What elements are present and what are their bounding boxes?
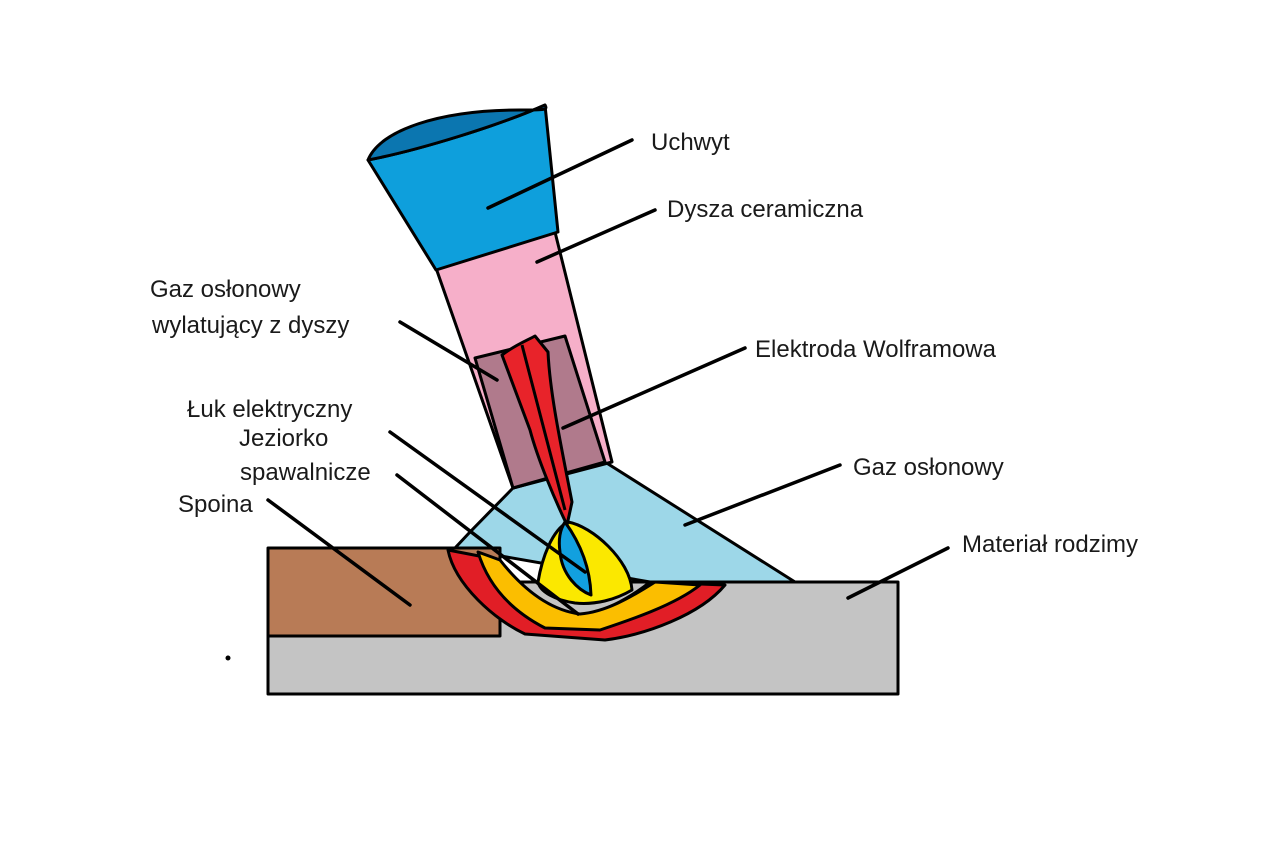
- label-jeziorko-1: Jeziorko: [239, 425, 328, 452]
- label-elektroda: Elektroda Wolframowa: [755, 336, 997, 363]
- handle-opening: [366, 103, 548, 162]
- label-dysza: Dysza ceramiczna: [667, 196, 864, 223]
- label-luk: Łuk elektryczny: [187, 396, 352, 423]
- leader-material: [846, 546, 950, 600]
- leader-luk: [388, 430, 587, 574]
- label-spoina: Spoina: [178, 491, 253, 518]
- label-material: Materiał rodzimy: [962, 531, 1138, 558]
- leader-elektroda: [561, 346, 747, 430]
- stray-dot: [225, 655, 231, 661]
- leader-uchwyt: [486, 138, 634, 210]
- leader-spoina: [266, 498, 412, 607]
- label-jeziorko-2: spawalnicze: [240, 459, 371, 486]
- weld-bead-orange: [476, 550, 702, 632]
- shield-gas-region: [453, 460, 797, 584]
- label-gaz-dyszy-2: wylatujący z dyszy: [151, 312, 349, 339]
- electrode-stripe: [520, 344, 567, 511]
- leader-dysza: [535, 208, 657, 264]
- electric-arc: [557, 520, 593, 597]
- label-gaz: Gaz osłonowy: [853, 454, 1004, 481]
- tungsten-electrode: [500, 334, 574, 527]
- label-gaz-dyszy-1: Gaz osłonowy: [150, 276, 301, 303]
- leader-jeziorko: [395, 473, 580, 616]
- leader-gaz: [683, 463, 842, 527]
- label-uchwyt: Uchwyt: [651, 129, 730, 156]
- leader-gaz-dyszy: [398, 320, 499, 382]
